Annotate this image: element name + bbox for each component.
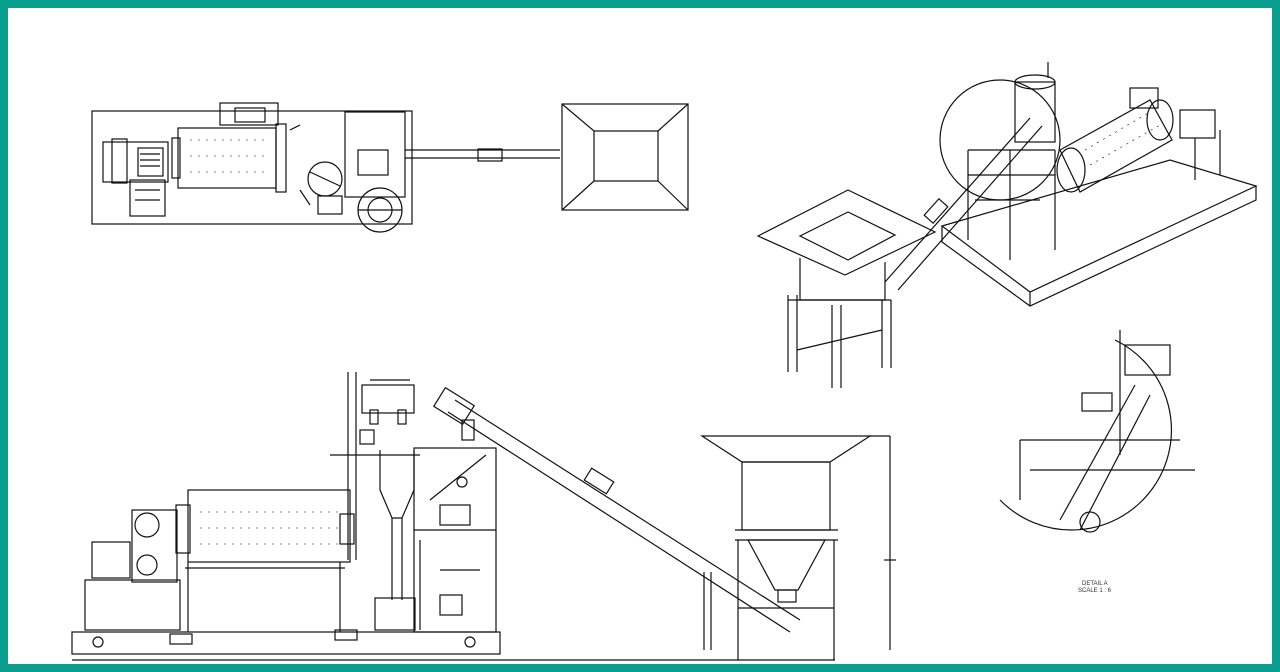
plan-view — [91, 102, 689, 233]
isometric-view — [756, 62, 1258, 388]
detail-scale: SCALE 1 : 6 — [1078, 588, 1112, 594]
side-elevation — [71, 372, 896, 661]
detail-caption: DETAIL A — [1082, 581, 1108, 587]
detail-view — [999, 330, 1195, 533]
technical-drawing: DETAIL A SCALE 1 : 6 — [71, 62, 1258, 661]
